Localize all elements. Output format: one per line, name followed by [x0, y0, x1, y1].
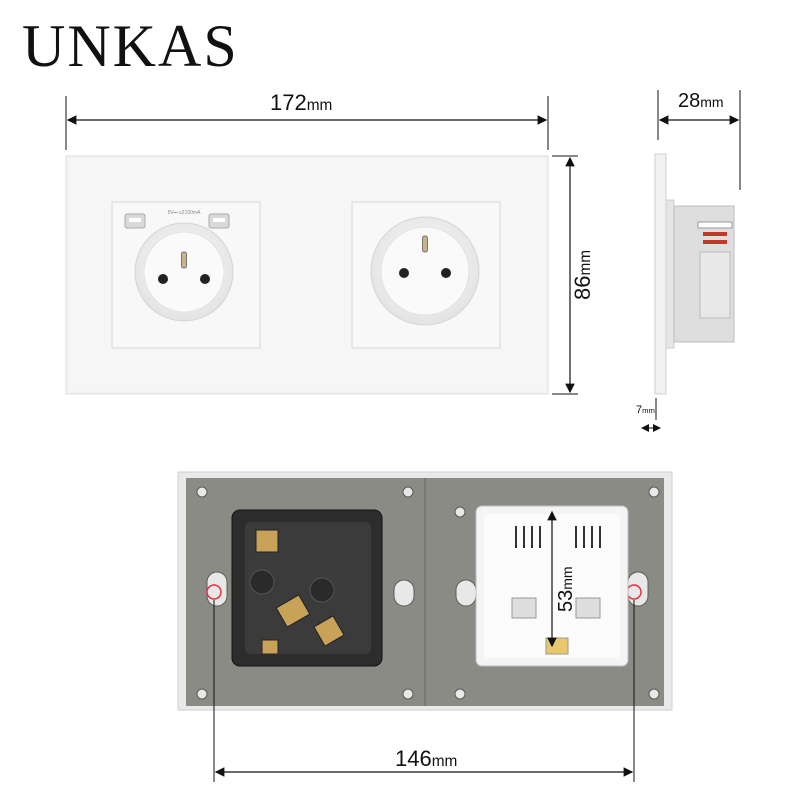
- brand-logo: UNKAS: [22, 13, 239, 79]
- label-plate-side: 7mm: [636, 404, 655, 416]
- usb-rating-label: 5V⎓ ≤2100mA: [168, 210, 202, 216]
- label-width-front: 172mm: [270, 90, 333, 115]
- dimension-mount-spacing: [213, 600, 635, 782]
- mount-point-left: [206, 584, 222, 600]
- usb-socket-module: [111, 201, 261, 349]
- dimension-width-front: [65, 96, 549, 150]
- label-depth-side: 28mm: [678, 90, 724, 112]
- dimension-height-front: [552, 155, 578, 395]
- earth-pin: [422, 235, 428, 253]
- earth-pin: [181, 251, 187, 269]
- label-module-height: 53mm: [555, 566, 577, 612]
- back-view: [177, 471, 673, 711]
- plain-socket-module: [351, 201, 501, 349]
- front-plate: [65, 155, 549, 395]
- side-view: [641, 90, 741, 432]
- black-socket-back: [231, 509, 383, 667]
- label-mount-spacing: 146mm: [395, 746, 458, 771]
- label-height-front: 86mm: [570, 249, 595, 300]
